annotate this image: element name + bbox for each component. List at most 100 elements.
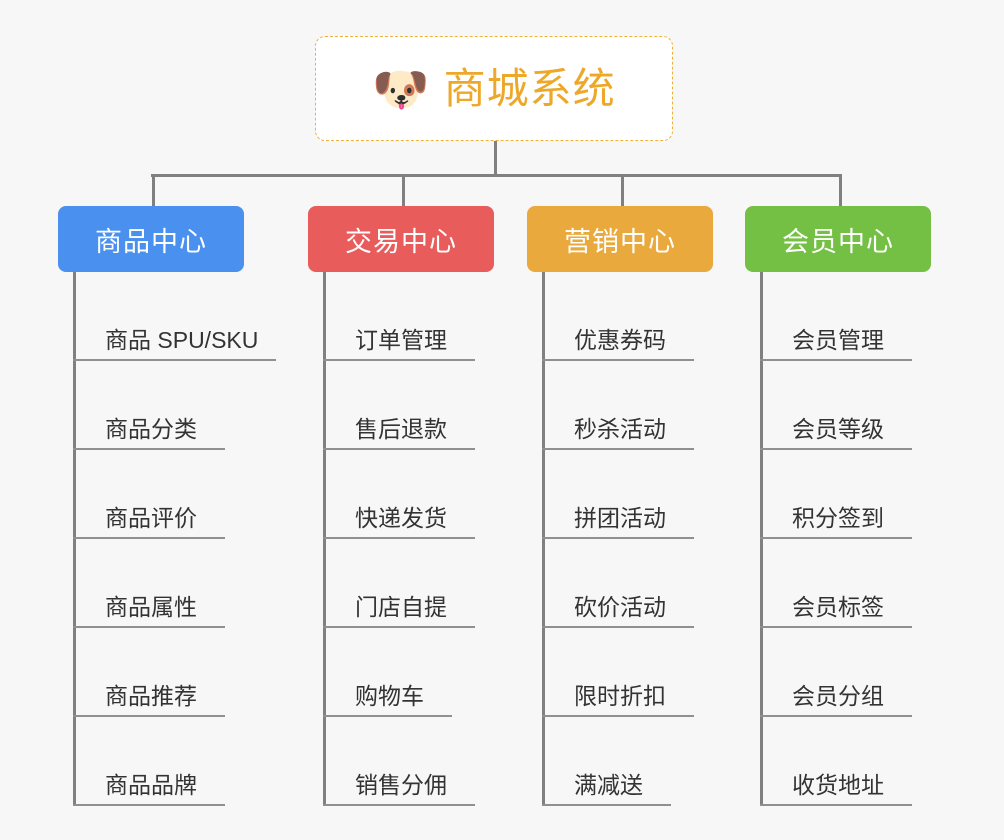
category-node-member-center[interactable]: 会员中心 xyxy=(745,206,931,272)
category-label: 商品中心 xyxy=(95,226,207,257)
leaf-spine-line xyxy=(323,272,326,806)
leaf-item[interactable]: 商品分类 xyxy=(58,361,244,450)
leaf-item[interactable]: 优惠券码 xyxy=(527,272,713,361)
leaf-label: 积分签到 xyxy=(792,505,884,531)
leaf-label: 满减送 xyxy=(574,772,643,798)
leaf-label: 拼团活动 xyxy=(574,505,666,531)
leaf-label: 会员管理 xyxy=(792,327,884,353)
leaf-label: 会员等级 xyxy=(792,416,884,442)
leaf-item[interactable]: 收货地址 xyxy=(745,717,931,806)
category-label: 交易中心 xyxy=(345,226,457,257)
leaf-label: 销售分佣 xyxy=(355,772,447,798)
leaf-item[interactable]: 会员等级 xyxy=(745,361,931,450)
leaf-underline xyxy=(542,804,671,806)
leaf-label: 商品推荐 xyxy=(105,683,197,709)
leaf-item[interactable]: 商品推荐 xyxy=(58,628,244,717)
leaf-item[interactable]: 商品属性 xyxy=(58,539,244,628)
leaf-underline xyxy=(73,715,225,717)
leaf-underline xyxy=(323,715,452,717)
leaf-underline xyxy=(542,359,694,361)
leaf-underline xyxy=(542,537,694,539)
shiba-dog-face-icon: 🐶 xyxy=(372,62,430,115)
leaf-item[interactable]: 积分签到 xyxy=(745,450,931,539)
leaf-underline xyxy=(542,715,694,717)
branch-bus-line xyxy=(151,174,841,177)
leaf-label: 砍价活动 xyxy=(574,594,666,620)
leaf-label: 商品分类 xyxy=(105,416,197,442)
leaf-label: 快递发货 xyxy=(355,505,447,531)
leaf-label: 限时折扣 xyxy=(574,683,666,709)
leaf-label: 收货地址 xyxy=(792,772,884,798)
leaf-item[interactable]: 订单管理 xyxy=(308,272,494,361)
branch-trade-center: 交易中心订单管理售后退款快递发货门店自提购物车销售分佣 xyxy=(308,206,494,806)
branch-connector-line xyxy=(839,174,842,206)
branch-connector-line xyxy=(152,174,155,206)
leaf-item[interactable]: 拼团活动 xyxy=(527,450,713,539)
leaf-item[interactable]: 限时折扣 xyxy=(527,628,713,717)
branch-connector-line xyxy=(402,174,405,206)
branch-marketing-center: 营销中心优惠券码秒杀活动拼团活动砍价活动限时折扣满减送 xyxy=(527,206,713,806)
leaf-item[interactable]: 会员标签 xyxy=(745,539,931,628)
leaf-item[interactable]: 秒杀活动 xyxy=(527,361,713,450)
leaf-underline xyxy=(323,448,475,450)
leaf-underline xyxy=(73,359,276,361)
leaf-underline xyxy=(73,448,225,450)
root-stem-line xyxy=(494,141,497,176)
leaf-item[interactable]: 售后退款 xyxy=(308,361,494,450)
leaf-underline xyxy=(542,626,694,628)
leaf-label: 订单管理 xyxy=(355,327,447,353)
leaf-label: 优惠券码 xyxy=(574,327,666,353)
leaf-item[interactable]: 商品 SPU/SKU xyxy=(58,272,276,361)
leaf-item[interactable]: 快递发货 xyxy=(308,450,494,539)
leaf-underline xyxy=(760,626,912,628)
leaf-item[interactable]: 满减送 xyxy=(527,717,713,806)
leaf-label: 商品属性 xyxy=(105,594,197,620)
leaf-item[interactable]: 销售分佣 xyxy=(308,717,494,806)
leaf-spine-line xyxy=(73,272,76,806)
leaf-label: 售后退款 xyxy=(355,416,447,442)
leaf-underline xyxy=(760,537,912,539)
leaf-underline xyxy=(323,804,475,806)
leaf-list-trade-center: 订单管理售后退款快递发货门店自提购物车销售分佣 xyxy=(308,272,494,806)
leaf-underline xyxy=(323,359,475,361)
leaf-underline xyxy=(323,626,475,628)
category-label: 会员中心 xyxy=(782,226,894,257)
leaf-label: 会员标签 xyxy=(792,594,884,620)
leaf-list-marketing-center: 优惠券码秒杀活动拼团活动砍价活动限时折扣满减送 xyxy=(527,272,713,806)
root-node[interactable]: 🐶 商城系统 xyxy=(315,36,673,141)
leaf-item[interactable]: 商品品牌 xyxy=(58,717,244,806)
leaf-item[interactable]: 会员管理 xyxy=(745,272,931,361)
category-node-product-center[interactable]: 商品中心 xyxy=(58,206,244,272)
branch-product-center: 商品中心商品 SPU/SKU 商品分类商品评价商品属性商品推荐商品品牌 xyxy=(58,206,276,806)
leaf-underline xyxy=(323,537,475,539)
category-label: 营销中心 xyxy=(564,226,676,257)
root-title: 商城系统 xyxy=(443,64,616,112)
leaf-item[interactable]: 商品评价 xyxy=(58,450,244,539)
leaf-item[interactable]: 门店自提 xyxy=(308,539,494,628)
branch-connector-line xyxy=(621,174,624,206)
leaf-list-member-center: 会员管理会员等级积分签到会员标签会员分组收货地址 xyxy=(745,272,931,806)
category-node-trade-center[interactable]: 交易中心 xyxy=(308,206,494,272)
leaf-label: 秒杀活动 xyxy=(574,416,666,442)
leaf-item[interactable]: 砍价活动 xyxy=(527,539,713,628)
leaf-underline xyxy=(73,804,225,806)
leaf-item[interactable]: 会员分组 xyxy=(745,628,931,717)
leaf-label: 商品品牌 xyxy=(105,772,197,798)
leaf-underline xyxy=(760,359,912,361)
category-node-marketing-center[interactable]: 营销中心 xyxy=(527,206,713,272)
leaf-underline xyxy=(760,715,912,717)
leaf-underline xyxy=(73,537,225,539)
leaf-spine-line xyxy=(760,272,763,806)
leaf-underline xyxy=(73,626,225,628)
leaf-label: 门店自提 xyxy=(355,594,447,620)
leaf-label: 购物车 xyxy=(355,683,424,709)
leaf-label: 商品 SPU/SKU xyxy=(105,327,259,353)
leaf-label: 会员分组 xyxy=(792,683,884,709)
leaf-underline xyxy=(760,448,912,450)
leaf-spine-line xyxy=(542,272,545,806)
leaf-underline xyxy=(542,448,694,450)
leaf-underline xyxy=(760,804,912,806)
leaf-item[interactable]: 购物车 xyxy=(308,628,494,717)
leaf-label: 商品评价 xyxy=(105,505,197,531)
